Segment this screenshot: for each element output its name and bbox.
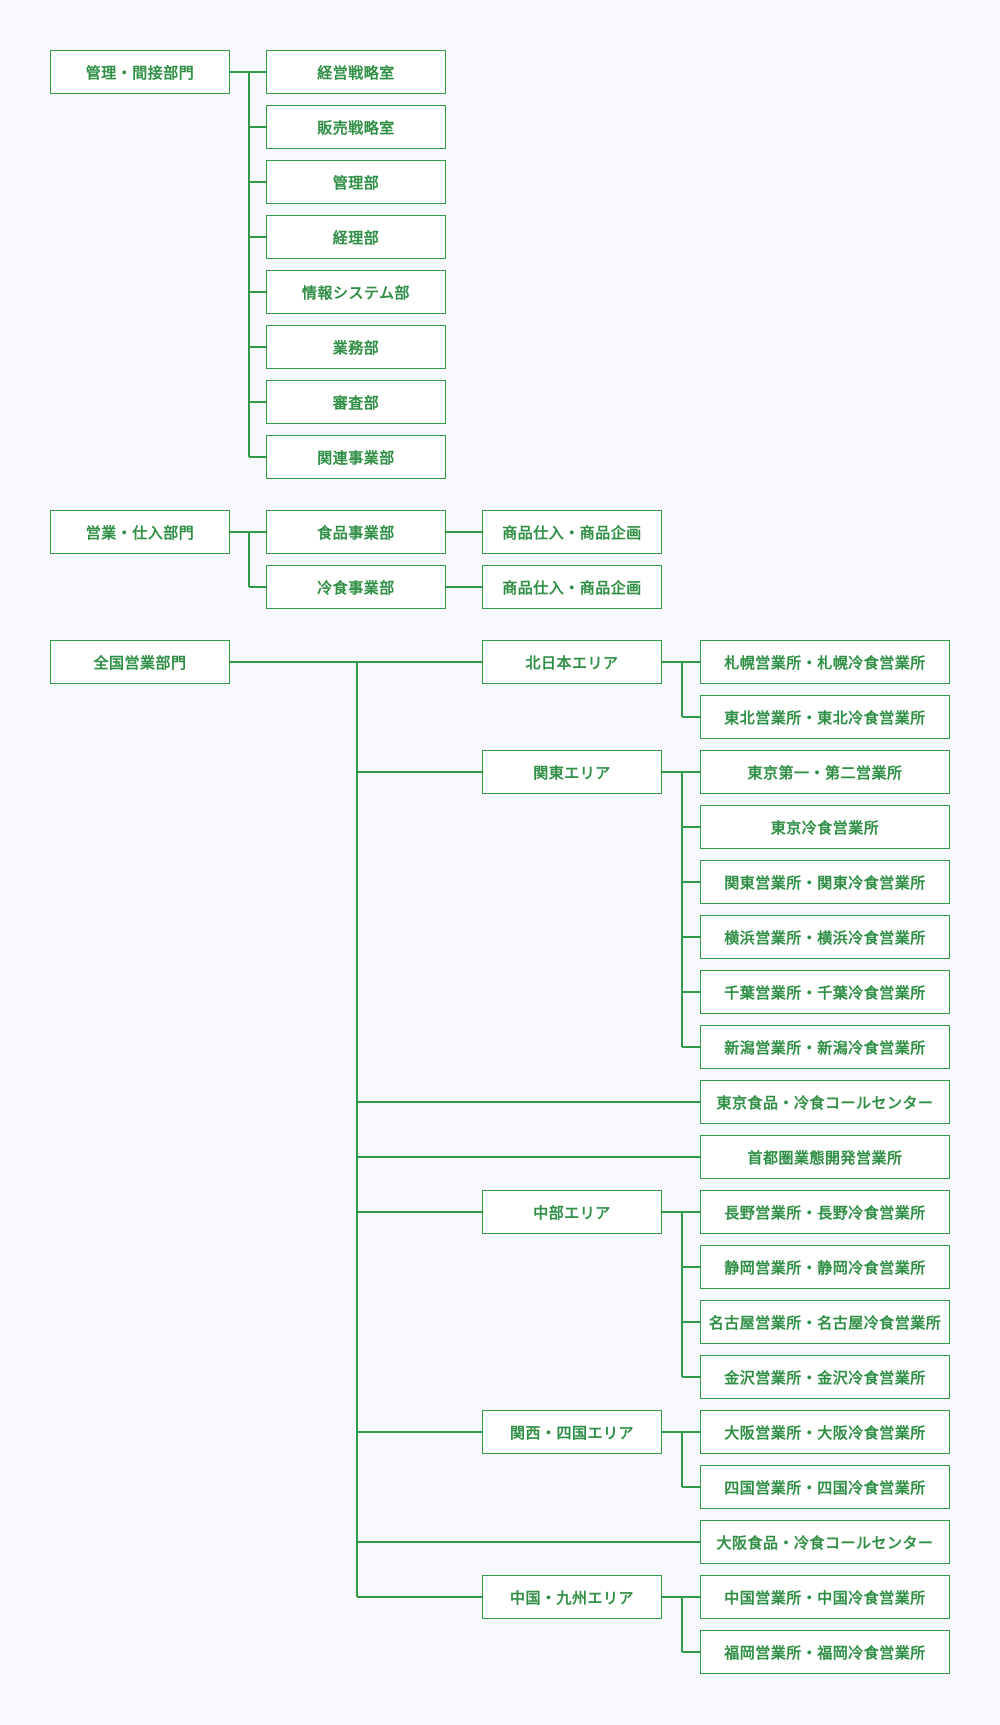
connector-line <box>682 826 700 828</box>
division-box-admin: 管理・間接部門 <box>50 50 230 94</box>
office-box: 新潟営業所・新潟冷食営業所 <box>700 1025 950 1069</box>
sub-function-box: 商品仕入・商品企画 <box>482 565 662 609</box>
connector-line <box>249 126 266 128</box>
connector-line <box>682 771 700 773</box>
connector-line <box>662 771 682 773</box>
department-box: 冷食事業部 <box>266 565 446 609</box>
connector-line <box>230 531 249 533</box>
area-box: 関西・四国エリア <box>482 1410 662 1454</box>
connector-line <box>662 1431 682 1433</box>
connector-line <box>230 71 249 73</box>
sub-function-box: 商品仕入・商品企画 <box>482 510 662 554</box>
department-box: 食品事業部 <box>266 510 446 554</box>
connector-line <box>249 71 266 73</box>
office-box: 東京第一・第二営業所 <box>700 750 950 794</box>
division-box-sales-purchasing: 営業・仕入部門 <box>50 510 230 554</box>
office-box: 東京冷食営業所 <box>700 805 950 849</box>
area-box: 関東エリア <box>482 750 662 794</box>
connector-line <box>682 1376 700 1378</box>
connector-line <box>249 586 266 588</box>
area-box: 北日本エリア <box>482 640 662 684</box>
connector-line <box>249 456 266 458</box>
department-box: 関連事業部 <box>266 435 446 479</box>
area-box: 中部エリア <box>482 1190 662 1234</box>
office-box: 東北営業所・東北冷食営業所 <box>700 695 950 739</box>
area-box: 中国・九州エリア <box>482 1575 662 1619</box>
office-box: 関東営業所・関東冷食営業所 <box>700 860 950 904</box>
connector-line <box>357 771 482 773</box>
connector-line <box>682 1596 700 1598</box>
division-box-national-sales: 全国営業部門 <box>50 640 230 684</box>
connector-line <box>682 661 700 663</box>
connector-line <box>682 1651 700 1653</box>
office-box: 福岡営業所・福岡冷食営業所 <box>700 1630 950 1674</box>
area-spine-line <box>681 1212 683 1377</box>
connector-line <box>357 1596 482 1598</box>
connector-line <box>446 586 482 588</box>
connector-line <box>682 991 700 993</box>
connector-line <box>682 881 700 883</box>
connector-line <box>682 1431 700 1433</box>
connector-line <box>249 346 266 348</box>
department-box: 情報システム部 <box>266 270 446 314</box>
connector-line <box>682 1211 700 1213</box>
office-box: 札幌営業所・札幌冷食営業所 <box>700 640 950 684</box>
connector-line <box>357 1431 482 1433</box>
department-box: 経営戦略室 <box>266 50 446 94</box>
connector-line <box>249 236 266 238</box>
office-box: 長野営業所・長野冷食営業所 <box>700 1190 950 1234</box>
connector-line <box>662 661 682 663</box>
connector-line <box>357 661 482 663</box>
connector-line <box>682 1486 700 1488</box>
direct-office-box: 東京食品・冷食コールセンター <box>700 1080 950 1124</box>
office-box: 中国営業所・中国冷食営業所 <box>700 1575 950 1619</box>
department-box: 管理部 <box>266 160 446 204</box>
department-box: 販売戦略室 <box>266 105 446 149</box>
connector-line <box>357 1541 700 1543</box>
office-box: 静岡営業所・静岡冷食営業所 <box>700 1245 950 1289</box>
direct-office-box: 大阪食品・冷食コールセンター <box>700 1520 950 1564</box>
connector-line <box>682 1266 700 1268</box>
connector-line <box>249 401 266 403</box>
office-box: 千葉営業所・千葉冷食営業所 <box>700 970 950 1014</box>
area-spine-line <box>681 1432 683 1487</box>
connector-line <box>682 716 700 718</box>
national-spine-line <box>356 662 358 1597</box>
connector-line <box>249 531 266 533</box>
area-spine-line <box>681 1597 683 1652</box>
connector-line <box>357 1211 482 1213</box>
area-spine-line <box>681 772 683 1047</box>
office-box: 四国営業所・四国冷食営業所 <box>700 1465 950 1509</box>
office-box: 大阪営業所・大阪冷食営業所 <box>700 1410 950 1454</box>
connector-line <box>662 1596 682 1598</box>
connector-line <box>682 1321 700 1323</box>
office-box: 横浜営業所・横浜冷食営業所 <box>700 915 950 959</box>
admin-spine-line <box>248 72 250 457</box>
connector-line <box>662 1211 682 1213</box>
connector-line <box>230 661 357 663</box>
department-box: 経理部 <box>266 215 446 259</box>
office-box: 金沢営業所・金沢冷食営業所 <box>700 1355 950 1399</box>
connector-line <box>357 1101 700 1103</box>
sales-spine-line <box>248 532 250 587</box>
office-box: 名古屋営業所・名古屋冷食営業所 <box>700 1300 950 1344</box>
connector-line <box>446 531 482 533</box>
department-box: 業務部 <box>266 325 446 369</box>
connector-line <box>682 1046 700 1048</box>
connector-line <box>249 181 266 183</box>
direct-office-box: 首都圏業態開発営業所 <box>700 1135 950 1179</box>
area-spine-line <box>681 662 683 717</box>
connector-line <box>249 291 266 293</box>
connector-line <box>357 1156 700 1158</box>
department-box: 審査部 <box>266 380 446 424</box>
connector-line <box>682 936 700 938</box>
